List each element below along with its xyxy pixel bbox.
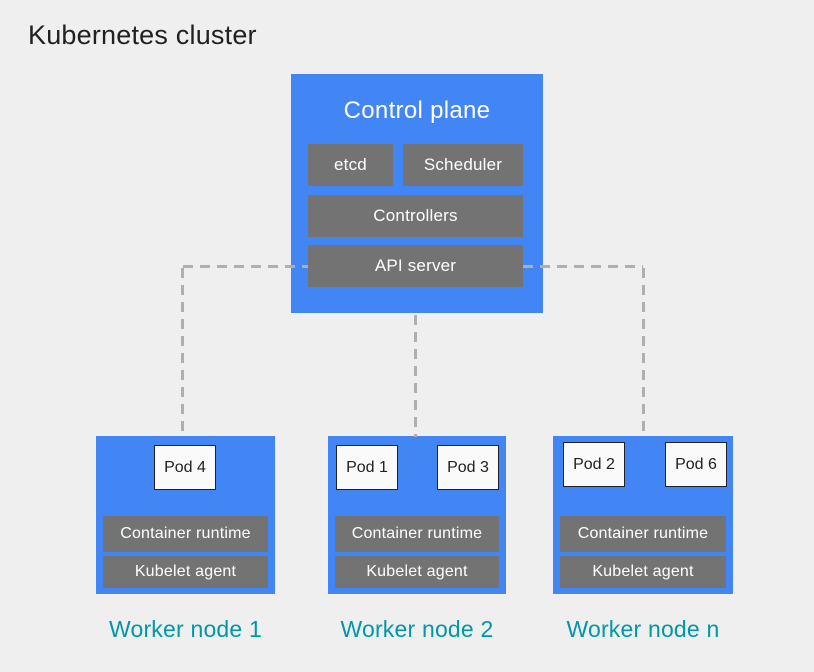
component-api-server: API server: [308, 245, 523, 287]
worker-node-1-box: Pod 4 Container runtime Kubelet agent: [96, 436, 275, 594]
pod-box: Pod 3: [437, 445, 499, 490]
component-controllers: Controllers: [308, 195, 523, 237]
component-kubelet-agent: Kubelet agent: [335, 556, 499, 588]
component-scheduler: Scheduler: [403, 144, 523, 186]
worker-node-1-label: Worker node 1: [108, 616, 263, 642]
pod-box: Pod 2: [563, 442, 625, 487]
worker-node-n-box: Pod 2 Pod 6 Container runtime Kubelet ag…: [553, 436, 733, 594]
component-etcd: etcd: [308, 144, 393, 186]
component-kubelet-agent: Kubelet agent: [560, 556, 726, 588]
pod-box: Pod 4: [154, 445, 216, 490]
control-plane-box: Control plane etcd Scheduler Controllers…: [291, 74, 543, 313]
control-plane-title: Control plane: [343, 97, 491, 124]
pod-box: Pod 1: [336, 445, 398, 490]
pod-box: Pod 6: [665, 442, 727, 487]
component-kubelet-agent: Kubelet agent: [103, 556, 268, 588]
worker-node-2-label: Worker node 2: [340, 616, 494, 642]
worker-node-n-label: Worker node n: [566, 616, 720, 642]
component-container-runtime: Container runtime: [560, 516, 726, 552]
worker-node-2-box: Pod 1 Pod 3 Container runtime Kubelet ag…: [328, 436, 506, 594]
page-title: Kubernetes cluster: [28, 20, 257, 50]
component-container-runtime: Container runtime: [335, 516, 499, 552]
component-container-runtime: Container runtime: [103, 516, 268, 552]
